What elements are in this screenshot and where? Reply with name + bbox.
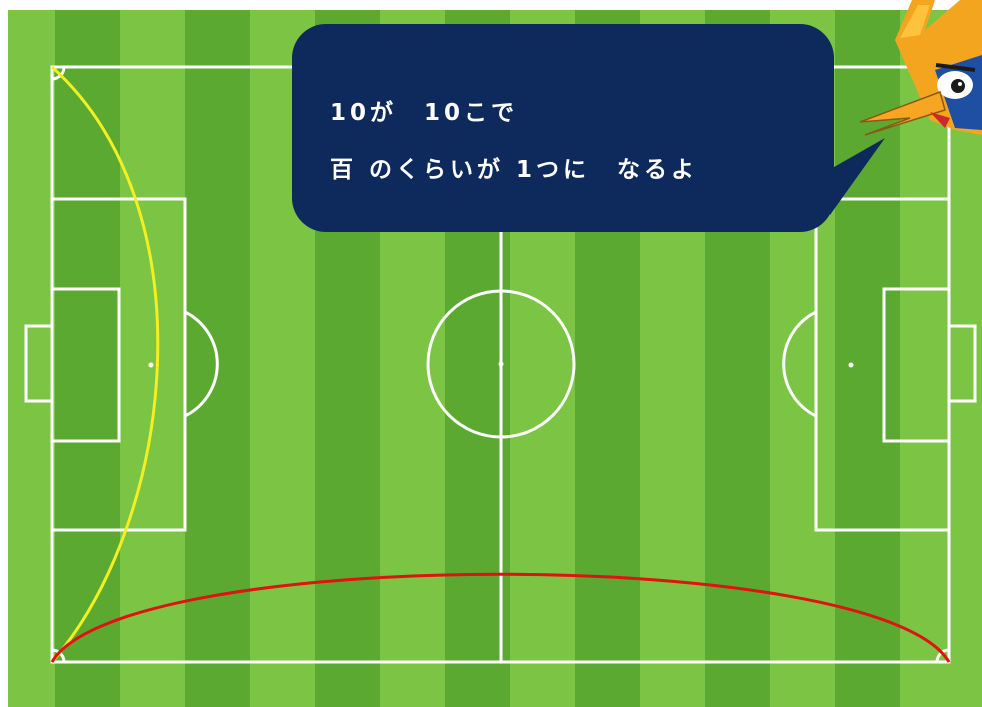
right-penalty-spot [849,363,854,368]
speech-text-line-2: 百 のくらいが 1つに なるよ [330,150,698,184]
speech-text-line-1: 10が 10こで [330,93,518,127]
left-penalty-spot [149,363,154,368]
center-spot [499,362,504,367]
speech-bubble [292,24,834,232]
